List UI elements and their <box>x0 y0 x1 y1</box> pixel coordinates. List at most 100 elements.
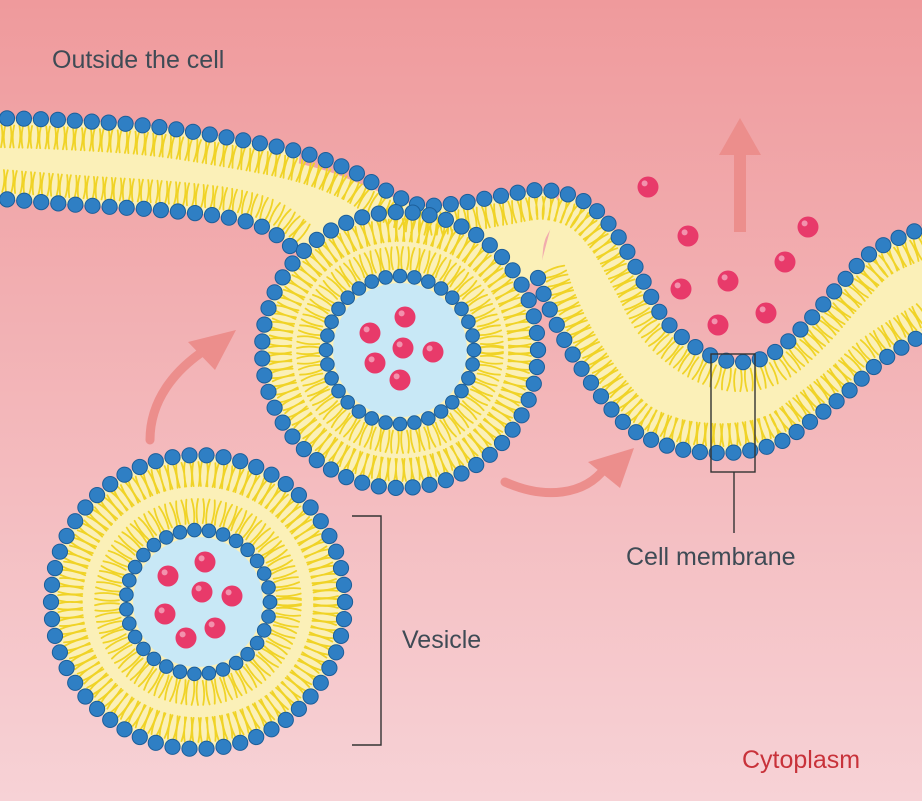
lipid-head <box>221 210 236 225</box>
lipid-head <box>644 289 659 304</box>
lipid-head <box>187 206 202 221</box>
cargo-molecule <box>708 315 729 336</box>
lipid-head <box>422 275 436 289</box>
cargo-molecule <box>365 353 386 374</box>
lipid-head <box>352 282 366 296</box>
lipid-head <box>165 739 180 754</box>
lipid-head <box>286 143 301 158</box>
lipid-head <box>257 567 271 581</box>
lipid-head <box>333 561 348 576</box>
lipid-head <box>67 113 82 128</box>
lipid-head <box>544 183 559 198</box>
lipid-head <box>469 457 484 472</box>
lipid-head <box>51 196 66 211</box>
lipid-head <box>454 466 469 481</box>
lipid-head <box>337 594 352 609</box>
lipid-head <box>267 285 282 300</box>
lipid-head <box>365 275 379 289</box>
lipid-head <box>514 408 529 423</box>
lipid-head <box>462 315 476 329</box>
lipid-head <box>182 741 197 756</box>
lipid-head <box>536 286 551 301</box>
lipid-head <box>202 524 216 538</box>
lipid-head <box>152 120 167 135</box>
lipid-head <box>838 271 853 286</box>
lipid-head <box>153 203 168 218</box>
lipid-head <box>216 739 231 754</box>
lipid-head <box>334 159 349 174</box>
lipid-head <box>620 244 635 259</box>
lipid-head <box>438 473 453 488</box>
lipid-head <box>443 197 458 212</box>
lipid-head <box>336 612 351 627</box>
lipid-head <box>238 214 253 229</box>
lipid-head <box>379 183 394 198</box>
lipid-head <box>101 115 116 130</box>
lipid-head <box>394 191 409 206</box>
lipid-head <box>323 223 338 238</box>
lipid-head <box>355 210 370 225</box>
lipid-head <box>160 660 174 674</box>
lipid-head <box>329 645 344 660</box>
lipid-head <box>460 194 475 209</box>
lipid-head <box>527 183 542 198</box>
lipid-head <box>264 467 279 482</box>
lipid-head <box>636 274 651 289</box>
lipid-head <box>379 271 393 285</box>
lipid-head <box>405 205 420 220</box>
lipid-head <box>135 118 150 133</box>
lipid-head <box>50 112 65 127</box>
cargo-molecule <box>671 279 692 300</box>
lipid-head <box>589 204 604 219</box>
lipid-head <box>188 523 202 537</box>
lipid-head <box>349 166 364 181</box>
lipid-head <box>59 660 74 675</box>
lipid-head <box>514 277 529 292</box>
lipid-head <box>132 459 147 474</box>
lipid-head <box>137 642 151 656</box>
lipid-head <box>233 735 248 750</box>
lipid-head <box>103 477 118 492</box>
lipid-head <box>148 735 163 750</box>
lipid-head <box>688 340 703 355</box>
cargo-molecule <box>756 303 777 324</box>
lipid-head <box>565 347 580 362</box>
cargo-molecule <box>192 582 213 603</box>
lipid-head <box>128 560 142 574</box>
lipid-head <box>275 415 290 430</box>
lipid-head <box>34 195 49 210</box>
lipid-head <box>466 358 480 372</box>
lipid-head <box>652 304 667 319</box>
lipid-head <box>379 416 393 430</box>
lipid-head <box>781 334 796 349</box>
lipid-head <box>849 258 864 273</box>
lipid-head <box>291 701 306 716</box>
lipid-head <box>341 396 355 410</box>
lipid-head <box>434 282 448 296</box>
lipid-head <box>68 675 83 690</box>
lipid-head <box>692 444 707 459</box>
lipid-head <box>467 343 481 357</box>
lipid-head <box>364 175 379 190</box>
lipid-head <box>719 353 734 368</box>
cargo-molecule <box>205 618 226 639</box>
lipid-head <box>629 425 644 440</box>
lipid-head <box>371 479 386 494</box>
lipid-head <box>117 722 132 737</box>
lipid-head <box>204 208 219 223</box>
lipid-head <box>182 448 197 463</box>
lipid-head <box>0 192 15 207</box>
lipid-head <box>296 442 311 457</box>
lipid-head <box>408 416 422 430</box>
lipid-head <box>768 344 783 359</box>
lipid-head <box>455 384 469 398</box>
lipid-head <box>43 594 58 609</box>
lipid-head <box>876 238 891 253</box>
lipid-head <box>169 122 184 137</box>
cargo-molecule <box>176 628 197 649</box>
lipid-head <box>676 442 691 457</box>
lipid-head <box>313 675 328 690</box>
lipid-head <box>583 375 598 390</box>
lipid-head <box>557 332 572 347</box>
lipid-head <box>202 666 216 680</box>
